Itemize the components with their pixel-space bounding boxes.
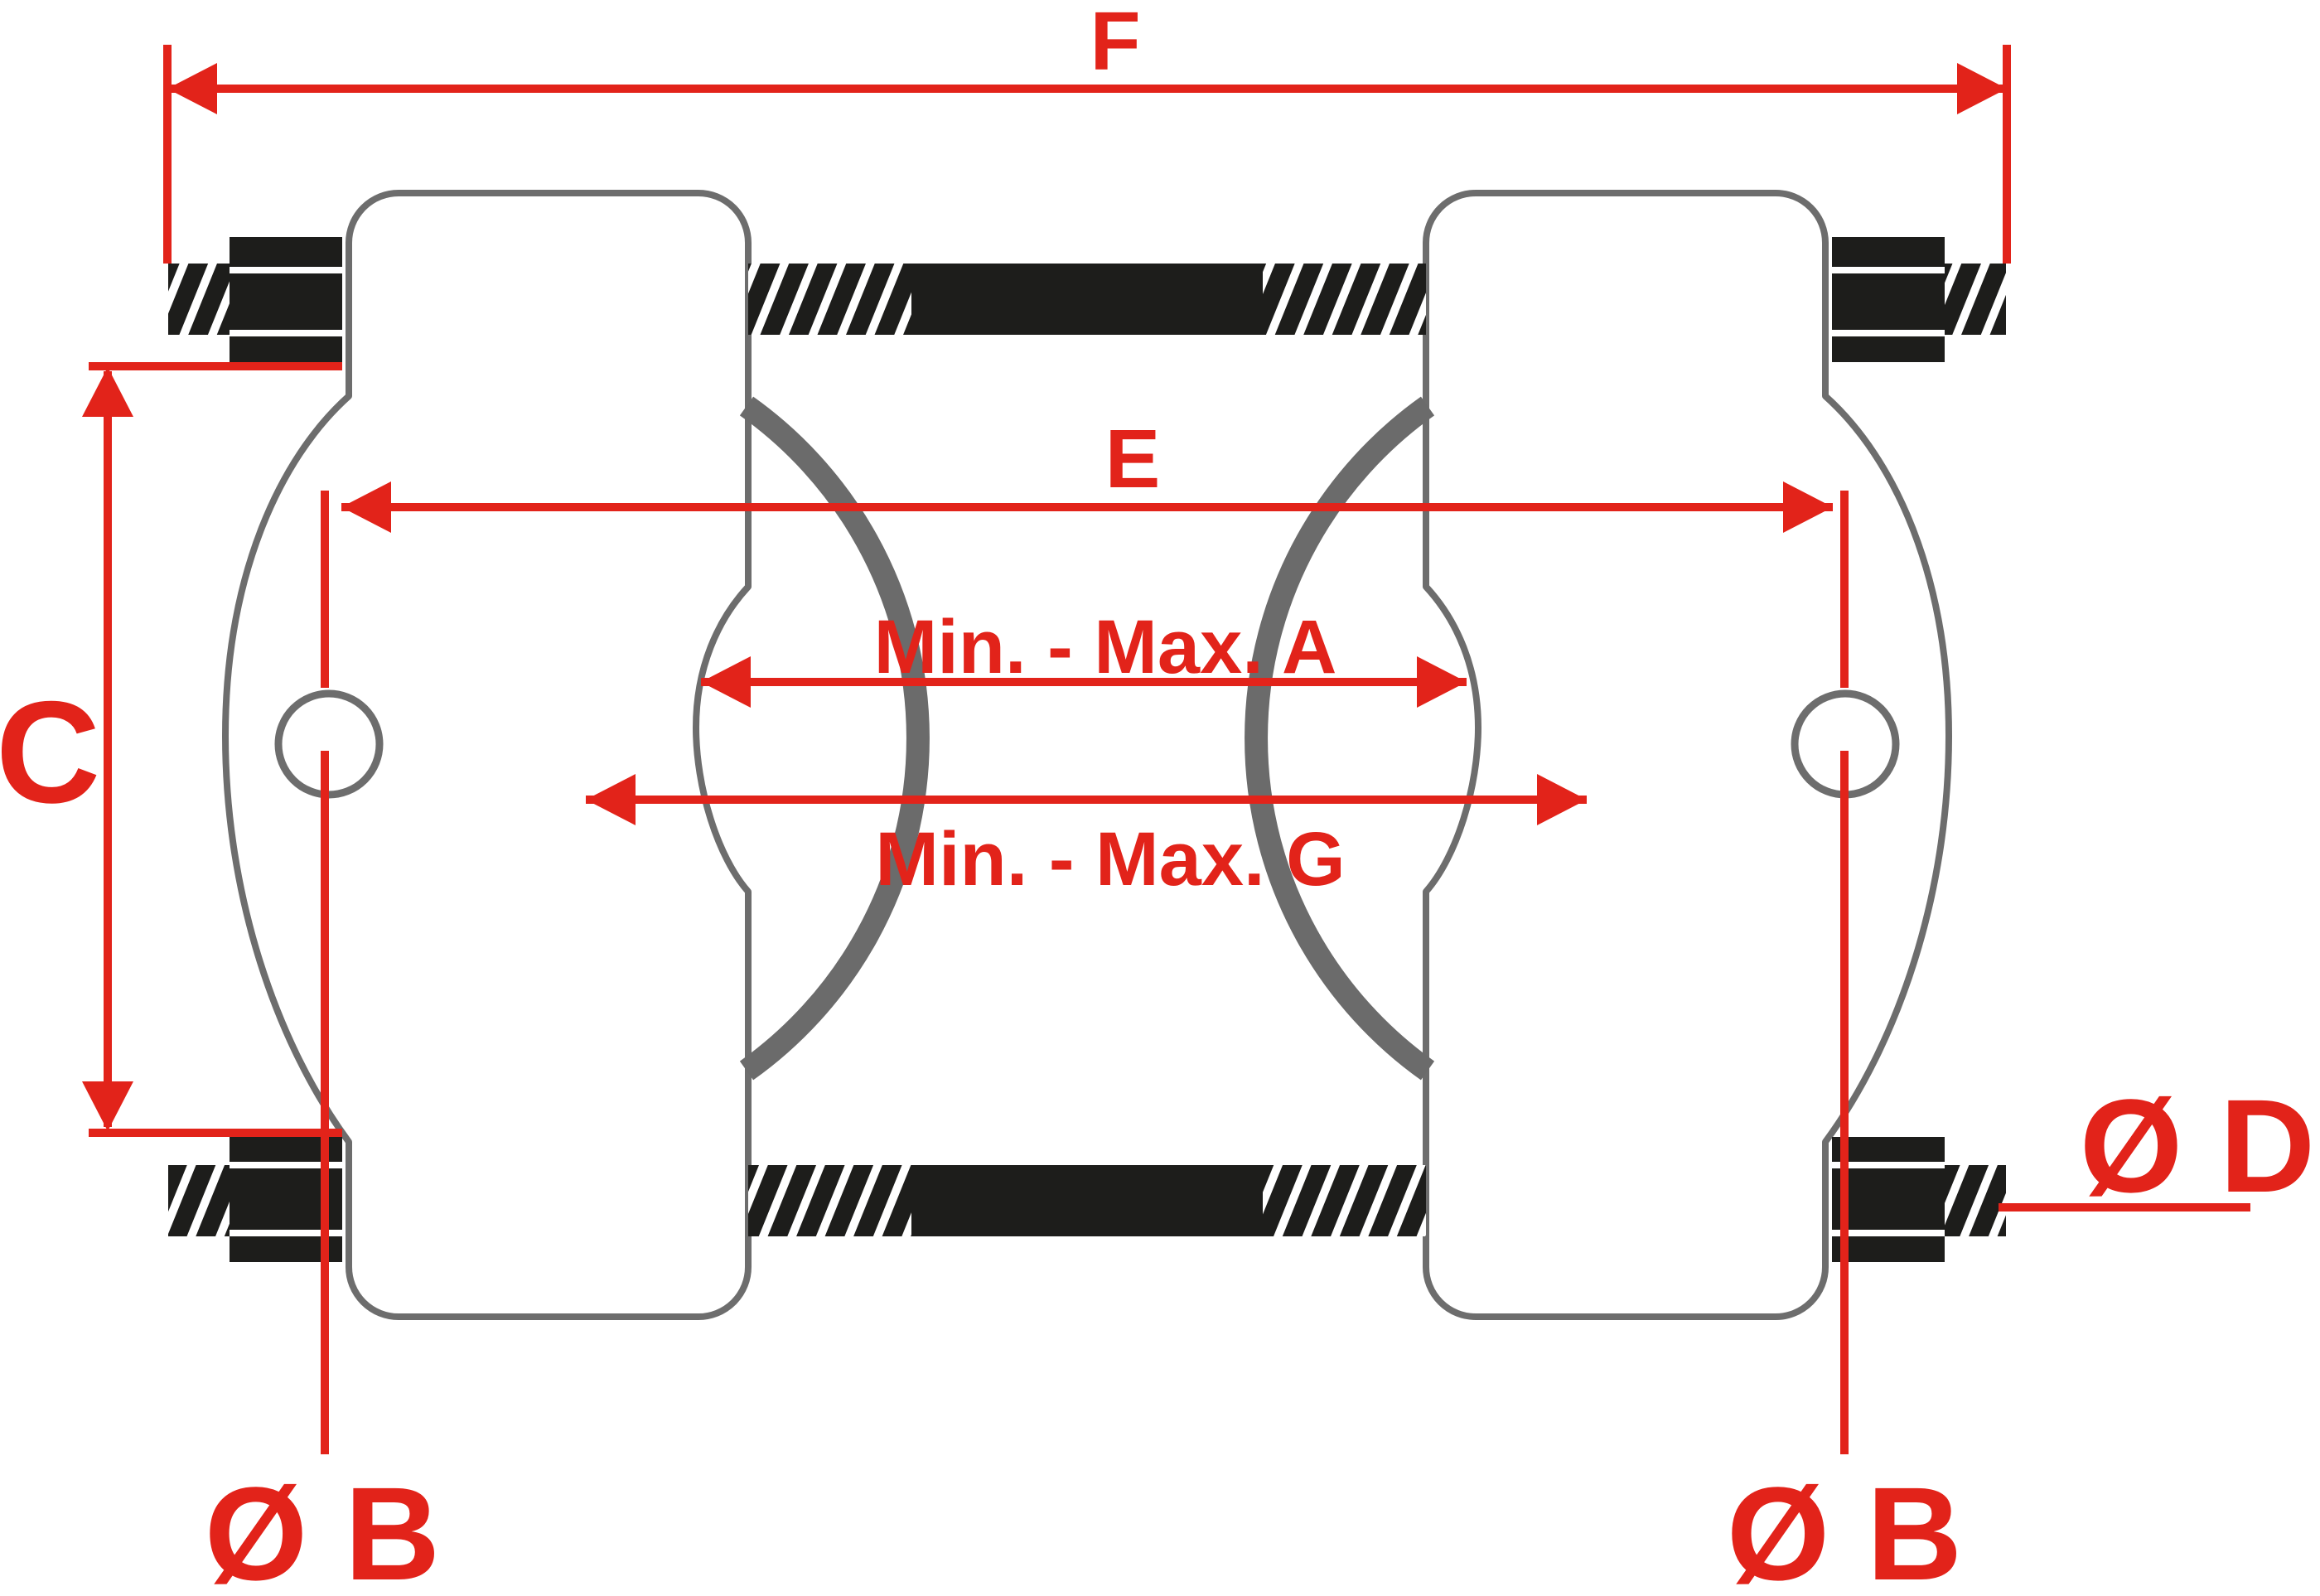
tie-rod-top xyxy=(168,237,2006,362)
dimension-dia-b-right: Ø B xyxy=(1727,491,1962,1596)
knife-edge-arc-right xyxy=(1245,396,1435,1081)
dim-d-label: Ø D xyxy=(2080,1071,2315,1220)
dimension-f: F xyxy=(163,0,2011,264)
dim-e-label: E xyxy=(1105,413,1161,505)
nut-top-right xyxy=(1832,237,1945,362)
arrowhead-left-icon xyxy=(167,63,217,114)
dimension-min-max-g: Min. - Max. G xyxy=(586,774,1587,902)
dim-a-label: Min. - Max. A xyxy=(874,605,1337,689)
dimension-e: E xyxy=(341,413,1833,533)
arrowhead-right-icon xyxy=(1957,63,2007,114)
right-jaw-plate xyxy=(1423,190,1952,1320)
nut-top-left xyxy=(230,237,342,362)
dimension-dia-b-left: Ø B xyxy=(205,491,440,1596)
rod-thread-bottom-inner-right xyxy=(1263,1165,1426,1236)
arrowhead-left-icon xyxy=(586,774,636,825)
dimension-c: C xyxy=(0,362,342,1137)
left-jaw-plate xyxy=(222,190,752,1320)
rod-thread-bottom-right xyxy=(1945,1165,2006,1236)
arrowhead-right-icon xyxy=(1417,656,1467,708)
dim-f-label: F xyxy=(1090,0,1140,88)
dim-b-right-label: Ø B xyxy=(1727,1459,1962,1596)
dim-g-label: Min. - Max. G xyxy=(875,817,1345,902)
arrowhead-left-icon xyxy=(341,481,391,533)
dimension-dia-d: Ø D xyxy=(1999,1071,2315,1220)
rod-thread-top-inner-left xyxy=(748,264,911,335)
rod-thread-top-right xyxy=(1945,264,2006,335)
arrowhead-up-icon xyxy=(82,367,133,417)
rod-thread-top-left xyxy=(168,264,230,335)
rod-thread-top-inner-right xyxy=(1263,264,1426,335)
knife-edge-arc-left xyxy=(739,396,930,1081)
dim-c-label: C xyxy=(0,672,100,834)
arrowhead-right-icon xyxy=(1783,481,1833,533)
dimension-min-max-a: Min. - Max. A xyxy=(701,605,1467,708)
arrowhead-left-icon xyxy=(701,656,751,708)
nut-bottom-right xyxy=(1832,1137,1945,1262)
dim-b-left-label: Ø B xyxy=(205,1459,440,1596)
arrowhead-down-icon xyxy=(82,1081,133,1131)
rod-thread-bottom-left xyxy=(168,1165,230,1236)
rod-thread-bottom-inner-left xyxy=(748,1165,911,1236)
arrowhead-right-icon xyxy=(1537,774,1587,825)
